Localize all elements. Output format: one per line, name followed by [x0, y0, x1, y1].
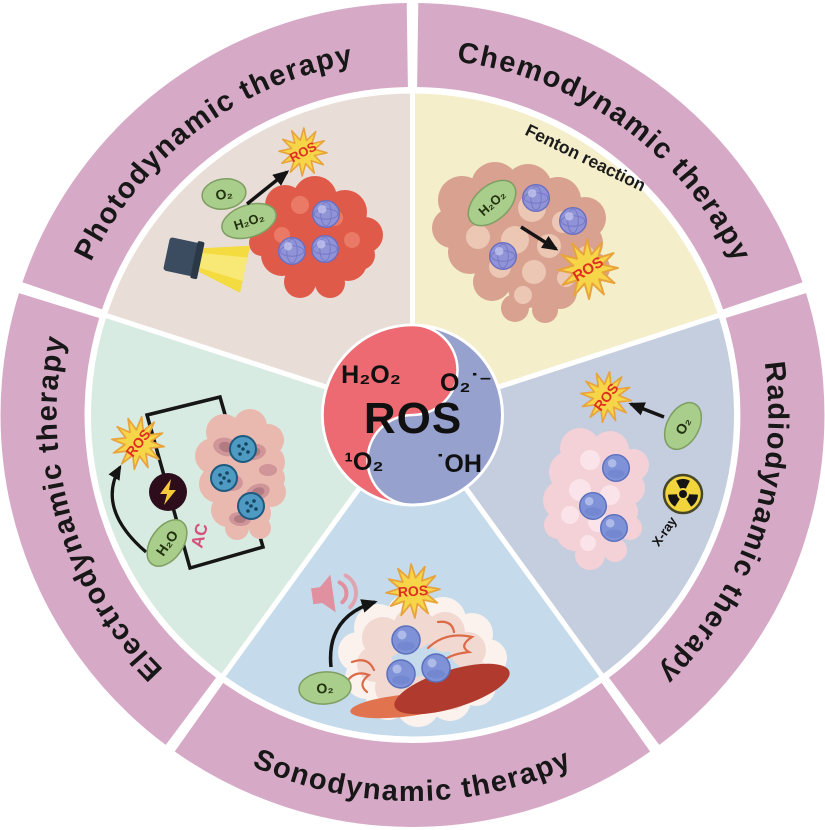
nanoparticle — [599, 513, 629, 543]
circuit-rectangle — [144, 394, 266, 571]
blood-vessels — [343, 620, 475, 694]
reaction-arrow — [520, 225, 559, 251]
flashlight-icon — [163, 237, 251, 293]
ros-starburst: ROS — [100, 405, 176, 481]
svg-text:O₂: O₂ — [214, 185, 233, 203]
radiodynamic-scene: O₂ ROS X-ray — [543, 360, 704, 570]
h2o2-molecule: H₂O₂ — [467, 179, 517, 227]
nanoparticle — [277, 236, 307, 266]
nanoparticle — [421, 653, 451, 683]
yinyang-red-half — [321, 323, 459, 507]
vessel-dark-red — [394, 663, 510, 715]
ring-segment-electrodynamic — [0, 293, 217, 745]
ring-segment-photodynamic — [22, 3, 409, 310]
therapy-ring — [0, 3, 825, 827]
nanoparticle-virus — [237, 492, 265, 520]
o2-molecule: O₂ — [298, 671, 352, 705]
ros-starburst: ROS — [269, 118, 337, 186]
ros-starburst: ROS — [383, 561, 443, 621]
nanoparticle — [488, 241, 518, 271]
nanoparticle — [310, 234, 340, 264]
ring-segment-sonodynamic — [174, 682, 651, 827]
reaction-arrow — [628, 402, 665, 419]
center-singlet-oxygen: ¹O₂ — [345, 448, 384, 476]
nanoparticle — [386, 659, 416, 689]
center-hydroxyl: ˙OH — [436, 450, 482, 478]
electricity-icon — [149, 473, 187, 511]
nanoparticle — [601, 453, 631, 483]
photodynamic-scene: O₂ H₂O₂ ROS — [163, 118, 383, 298]
o2-molecule: O₂ — [201, 178, 247, 210]
tumor-salmon — [432, 162, 610, 323]
svg-text:ROS: ROS — [397, 582, 428, 600]
chemodynamic-scene: Fenton reaction H₂O₂ ROS — [432, 120, 649, 323]
svg-text:O₂: O₂ — [672, 415, 694, 438]
svg-text:O₂: O₂ — [316, 679, 334, 696]
nanoparticle — [311, 199, 341, 229]
h2o2-molecule: H₂O₂ — [221, 202, 277, 240]
ros-starburst: ROS — [545, 226, 631, 312]
nanoparticle — [521, 183, 551, 213]
nanoparticle — [558, 206, 588, 236]
nanoparticle-virus — [229, 435, 257, 463]
center-superoxide: O₂˙⁻ — [440, 369, 492, 397]
sonodynamic-scene: O₂ ROS — [298, 561, 510, 727]
ros-yin-yang: H₂O₂ O₂˙⁻ ROS ¹O₂ ˙OH — [321, 323, 504, 507]
radioactive-icon — [662, 473, 704, 515]
h2o-molecule: H₂O — [146, 519, 188, 567]
o2-molecule: O₂ — [663, 401, 703, 451]
center-ros-title: ROS — [364, 394, 462, 443]
ring-segment-chemodynamic — [416, 3, 803, 310]
nanoparticle-virus — [210, 464, 238, 492]
ultrasound-speaker-icon — [311, 573, 358, 613]
ros-starburst: ROS — [569, 360, 643, 434]
electrodynamic-scene: AC H₂O ROS — [100, 394, 286, 571]
nanoparticle — [391, 625, 421, 655]
center-h2o2: H₂O₂ — [341, 361, 401, 389]
ring-segment-radiodynamic — [608, 293, 825, 745]
nanoparticle — [578, 491, 608, 521]
reaction-arrow — [328, 599, 378, 668]
reaction-arrow — [108, 464, 148, 554]
reaction-arrow — [245, 170, 290, 206]
